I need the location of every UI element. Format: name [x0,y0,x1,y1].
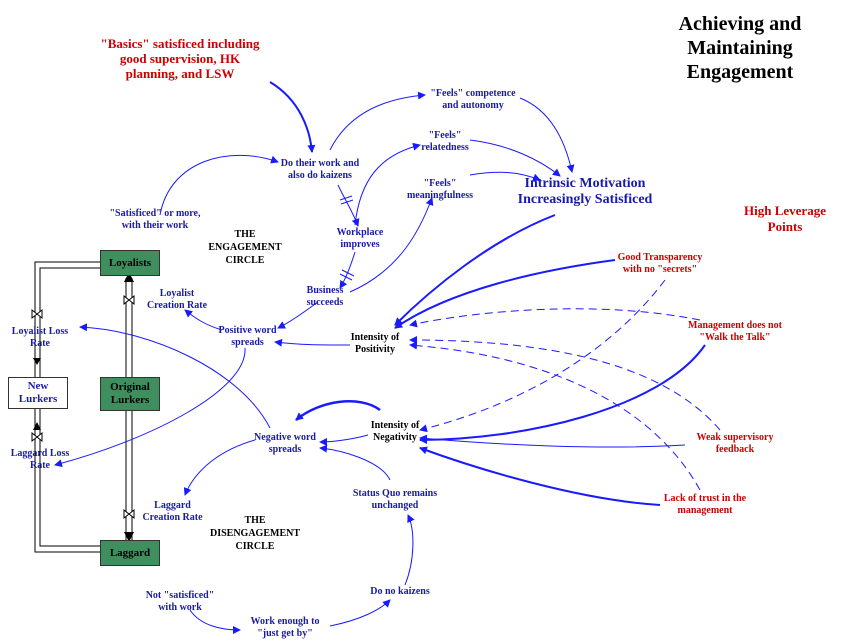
link-walk-to-negativity [419,344,706,444]
stock-new-lurkers: New Lurkers [8,377,68,409]
stock-laggard-label: Laggard [109,546,151,559]
link-competence-to-intrinsic [519,97,575,173]
delay-marks [339,195,355,281]
link-work-to-competence [329,91,426,151]
link-relatedness-to-intrinsic [469,139,561,177]
stock-loyalists: Loyalists [100,250,160,276]
link-status-to-negative [319,444,391,481]
link-feedback-to-negativity [419,434,686,448]
link-business-to-meaningfulness [349,197,434,293]
link-work-to-workplace [337,184,360,227]
feels-competence-label: "Feels" competence and autonomy [430,88,516,111]
stock-original-lurkers-label: Original Lurkers [110,381,150,406]
flow-arrows [33,272,134,542]
link-negativity-to-negative [319,434,369,446]
stock-new-lurkers-label: New Lurkers [18,380,58,405]
lack-trust-label: Lack of trust in the management [663,493,747,516]
status-quo-label: Status Quo remains unchanged [352,488,438,511]
negative-word-label: Negative word spreads [254,432,316,455]
stock-laggard: Laggard [100,540,160,566]
laggard-loss-rate-label: Laggard Loss Rate [10,448,70,471]
dashed-transparency-to-negativity [419,279,666,433]
loyalist-creation-rate-label: Loyalist Creation Rate [146,288,208,311]
link-negative-to-laggardrate [183,439,256,496]
engagement-circle-label: THE ENGAGEMENT CIRCLE [208,229,282,266]
feels-relatedness-label: "Feels" relatedness [421,130,469,153]
business-succeeds-label: Business succeeds [306,285,344,308]
link-meaningfulness-to-intrinsic [469,171,541,182]
link-nokaizen-to-status [404,514,415,586]
laggard-creation-rate-label: Laggard Creation Rate [142,500,203,523]
disengagement-circle-label: THE DISENGAGEMENT CIRCLE [209,515,300,552]
causal-links [54,81,706,634]
link-notsatisficed-to-workenough [189,609,241,634]
feels-meaningfulness-label: "Feels" meaningfulness [406,178,474,201]
intensity-positivity-label: Intensity of Positivity [350,332,400,355]
dashed-trust-to-positivity [409,341,701,491]
dashed-walk-to-positivity [409,308,701,328]
link-trust-to-negativity [419,446,661,506]
dashed-feedback-to-positivity [409,336,721,431]
link-negative-to-loyalistloss [79,323,271,429]
do-no-kaizens-label: Do no kaizens [370,586,430,597]
high-leverage-label: High Leverage Points [744,203,826,234]
dashed-links [409,279,721,491]
link-workplace-to-relatedness [354,142,421,226]
link-transparency-to-positivity [394,259,616,329]
work-enough-label: Work enough to "just get by" [250,616,320,639]
stock-original-lurkers: Original Lurkers [100,377,160,411]
positive-word-label: Positive word spreads [218,325,277,348]
stock-loyalists-label: Loyalists [108,256,152,269]
link-workenough-to-nokaizen [329,599,391,627]
satisficed-or-more-label: "Satisficed" or more, with their work [109,208,201,231]
workplace-improves-label: Workplace improves [336,227,384,250]
link-positive-to-loyaltyloss [54,347,246,468]
weak-feedback-label: Weak supervisory feedback [696,432,774,455]
link-negativity-to-negative-word [295,400,381,421]
not-satisficed-label: Not "satisficed" with work [145,590,215,613]
management-walk-label: Management does not "Walk the Talk" [688,320,782,343]
good-transparency-label: Good Transparency with no "secrets" [617,252,703,275]
link-positive-to-loyalistrate [184,309,223,331]
link-basics-to-work [269,81,316,153]
valve-icons [31,294,135,520]
link-positivity-to-positive [274,338,351,347]
link-intrinsic-to-positivity [394,214,556,326]
do-their-work-label: Do their work and also do kaizens [280,158,360,181]
link-business-to-positive [277,301,319,329]
basics-label: "Basics" satisficed including good super… [100,36,260,81]
link-satisficed-to-work [159,154,279,216]
intrinsic-motivation-label: Intrinsic Motivation Increasingly Satisf… [517,176,653,207]
intensity-negativity-label: Intensity of Negativity [370,420,420,443]
diagram-title: Achieving and Maintaining Engagement [678,13,802,83]
loyalist-loss-rate-label: Loyalist Loss Rate [11,326,69,349]
